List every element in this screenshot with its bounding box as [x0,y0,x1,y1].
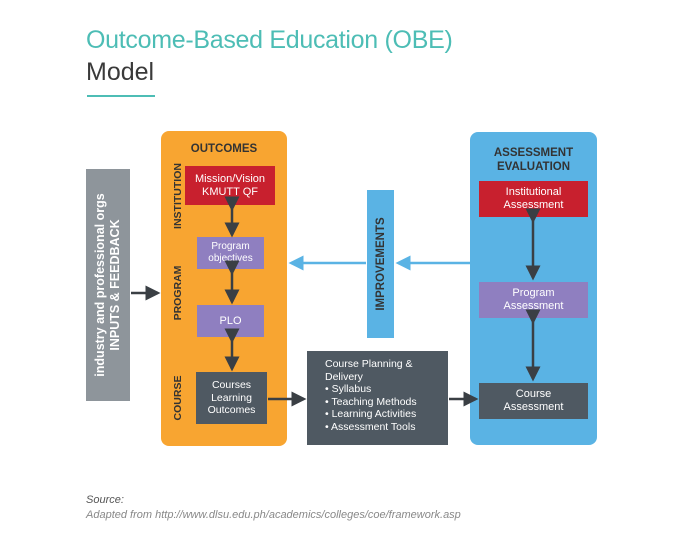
institutional-line-1: Institutional [505,186,562,198]
plo-label: PLO [219,315,242,327]
courses-line-3: Outcomes [207,404,256,417]
improvements-bar: IMPROVEMENTS [367,190,394,338]
source-text: Adapted from http://www.dlsu.edu.ph/acad… [86,509,461,521]
courses-outcomes-box: Courses Learning Outcomes [196,372,267,424]
program-objectives-line-1: Program [211,241,250,252]
course-assessment-line-2: Assessment [503,401,564,413]
mission-line-2: KMUTT QF [201,185,258,198]
course-planning-item: • Assessment Tools [325,420,416,433]
mission-vision-box: Mission/Vision KMUTT QF [185,166,275,205]
assessment-title-2: EVALUATION [496,161,571,173]
program-objectives-box: Program objectives [197,237,264,269]
course-planning-item: • Learning Activities [325,408,417,420]
course-assessment-line-1: Course [515,388,552,400]
mission-line-1: Mission/Vision [194,172,266,185]
program-assessment-line-1: Program [512,287,555,299]
inputs-feedback-bar: industry and professional orgs INPUTS & … [86,169,130,401]
title-underline [87,95,155,97]
courses-line-2: Learning [211,391,252,404]
course-planning-title-1: Course Planning & [325,358,413,370]
assessment-title-1: ASSESSMENT [493,147,574,159]
source-label: Source: [86,494,124,506]
institutional-line-2: Assessment [503,199,564,211]
assessment-panel: ASSESSMENT EVALUATION Institutional Asse… [470,132,597,445]
course-planning-item: • Syllabus [325,383,372,395]
courses-line-1: Courses [211,379,252,392]
program-objectives-line-2: objectives [208,253,253,264]
course-assessment-box: Course Assessment [479,383,588,419]
program-assessment-line-2: Assessment [503,300,564,312]
institutional-assessment-box: Institutional Assessment [479,181,588,217]
course-planning-title-2: Delivery [325,370,363,383]
course-planning-box: Course Planning & Delivery • Syllabus • … [307,351,448,445]
assessment-title: ASSESSMENT EVALUATION [470,146,597,174]
course-planning-item: • Teaching Methods [325,395,417,408]
outcomes-title: OUTCOMES [190,143,258,155]
outcomes-panel: OUTCOMES INSTITUTION PROGRAM COURSE Miss… [161,131,287,446]
title-line-2: Model [86,58,155,86]
title-line-1: Outcome-Based Education (OBE) [86,26,453,54]
